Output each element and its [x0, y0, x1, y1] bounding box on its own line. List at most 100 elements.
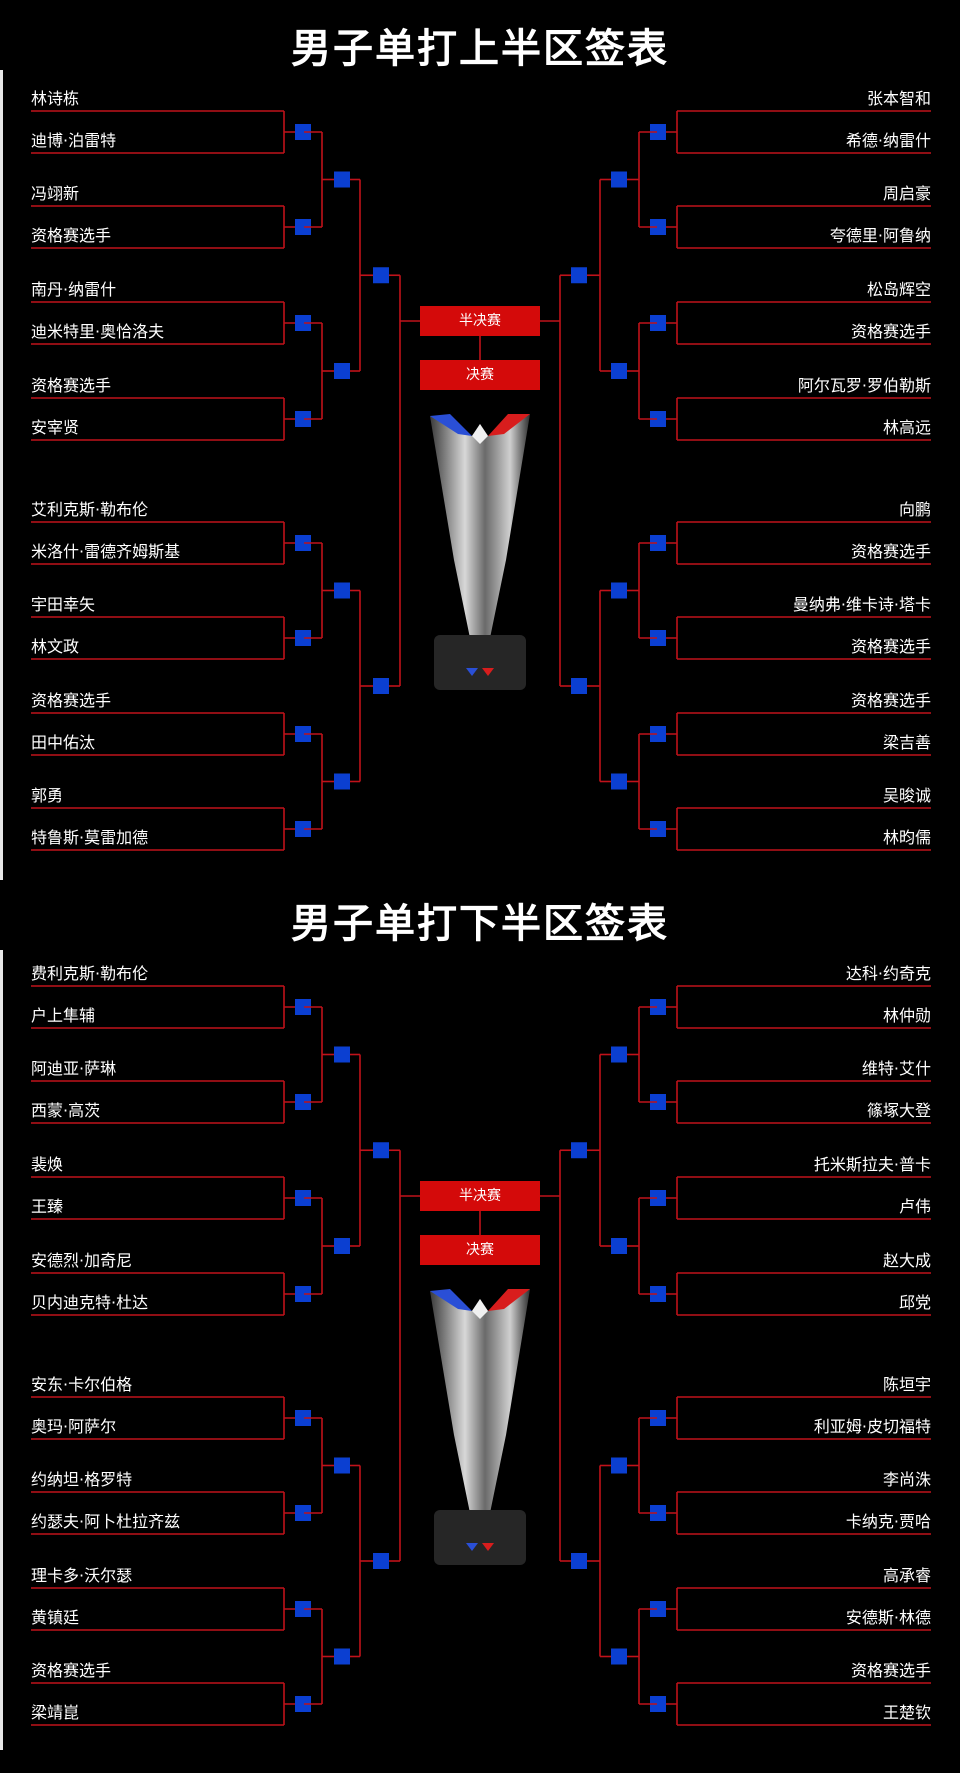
left-player-name: 费利克斯·勒布伦 [31, 964, 149, 983]
trophy-cup [430, 414, 530, 638]
left-player-name: 宇田幸矢 [31, 595, 96, 614]
r1-match-node [295, 1190, 311, 1206]
left-player-name: 理卡多·沃尔瑟 [31, 1566, 133, 1585]
r2-match-node [334, 582, 350, 599]
r1-match-node [295, 726, 311, 742]
left-player-name: 迪博·泊雷特 [31, 131, 117, 150]
section-title: 男子单打下半区签表 [291, 901, 669, 947]
r1-match-node [650, 1410, 666, 1426]
trophy-base [434, 635, 526, 690]
r2-match-node [611, 363, 627, 379]
right-player-name: 周启豪 [882, 184, 931, 203]
r2-match-node [334, 773, 350, 790]
r3-match-node [373, 267, 389, 284]
left-player-name: 冯翊新 [31, 184, 80, 203]
r1-match-node [650, 124, 666, 140]
right-player-name: 王楚钦 [882, 1703, 931, 1722]
r1-match-node [650, 726, 666, 742]
bracket-lines [31, 110, 931, 851]
r2-match-node [334, 1046, 350, 1063]
left-player-name: 黄镇廷 [31, 1608, 80, 1627]
trophy-icon [430, 1289, 530, 1565]
upper-half-draw: 男子单打上半区签表 半决赛 决赛 林诗栋迪博·泊雷特冯翊新资格赛选手南丹·纳雷什… [0, 0, 960, 880]
right-player-name: 张本智和 [866, 89, 931, 108]
left-player-name: 迪米特里·奥恰洛夫 [31, 322, 165, 341]
lower-half-draw: 男子单打下半区签表 半决赛 决赛 费利克斯·勒布伦户上隼辅阿迪亚·萨琳西蒙·高茨… [0, 875, 960, 1755]
r1-match-node [295, 999, 311, 1015]
r2-match-node [334, 363, 350, 379]
left-player-name: 资格赛选手 [31, 691, 112, 710]
right-player-name: 邱党 [898, 1293, 931, 1312]
r1-match-node [295, 630, 311, 646]
r2-match-node [334, 1457, 350, 1474]
r1-match-node [650, 1286, 666, 1302]
right-player-name: 资格赛选手 [850, 542, 931, 561]
right-player-name: 林昀儒 [882, 828, 931, 847]
left-player-name: 西蒙·高茨 [31, 1101, 101, 1120]
semifinal-label: 半决赛 [420, 1181, 540, 1211]
trophy-base [434, 1510, 526, 1565]
right-player-name: 托米斯拉夫·普卡 [813, 1155, 931, 1174]
r1-match-node [295, 535, 311, 551]
right-player-name: 篠塚大登 [866, 1101, 931, 1120]
left-player-name: 安东·卡尔伯格 [31, 1375, 133, 1394]
right-player-name: 赵大成 [882, 1251, 931, 1270]
left-player-name: 裴焕 [31, 1155, 64, 1174]
r3-match-node [571, 678, 587, 694]
left-player-name: 安宰贤 [31, 418, 80, 437]
left-player-name: 特鲁斯·莫雷加德 [31, 828, 149, 847]
r1-match-node [650, 1601, 666, 1617]
r1-match-node [650, 630, 666, 646]
trophy-cup [430, 1289, 530, 1513]
right-player-name: 利亚姆·皮切福特 [813, 1417, 931, 1436]
right-player-name: 阿尔瓦罗·罗伯勒斯 [797, 376, 931, 395]
left-player-name: 资格赛选手 [31, 226, 112, 245]
r1-match-node [295, 1696, 311, 1712]
r2-match-node [334, 1238, 350, 1254]
left-player-name: 资格赛选手 [31, 1661, 112, 1680]
r1-match-node [650, 535, 666, 551]
r1-match-node [650, 1505, 666, 1521]
left-player-name: 梁靖崑 [31, 1703, 80, 1722]
right-player-name: 李尚洙 [882, 1470, 931, 1489]
right-player-name: 资格赛选手 [850, 1661, 931, 1680]
edge-mark [0, 950, 3, 1750]
r1-match-node [295, 1094, 311, 1110]
right-player-name: 吴晙诚 [882, 786, 931, 805]
right-player-name: 卡纳克·贾哈 [845, 1512, 931, 1531]
r1-match-node [295, 1286, 311, 1302]
left-player-name: 安德烈·加奇尼 [31, 1251, 133, 1270]
left-player-name: 户上隼辅 [31, 1006, 96, 1025]
r1-match-node [650, 1094, 666, 1110]
right-player-name: 梁吉善 [882, 733, 931, 752]
r1-match-node [650, 1696, 666, 1712]
left-player-name: 林文政 [31, 637, 80, 656]
r2-match-node [611, 1457, 627, 1474]
section-title: 男子单打上半区签表 [291, 26, 669, 72]
left-player-name: 贝内迪克特·杜达 [31, 1293, 149, 1312]
right-player-name: 林高远 [882, 418, 931, 437]
right-player-name: 资格赛选手 [850, 322, 931, 341]
right-player-name: 卢伟 [898, 1197, 931, 1216]
r1-match-node [650, 1190, 666, 1206]
r1-match-node [650, 219, 666, 235]
right-player-name: 夸德里·阿鲁纳 [829, 226, 931, 245]
r1-match-node [295, 1505, 311, 1521]
r1-match-node [295, 1410, 311, 1426]
left-player-name: 约纳坦·格罗特 [31, 1470, 133, 1489]
left-player-name: 郭勇 [31, 786, 64, 805]
left-player-name: 阿迪亚·萨琳 [31, 1059, 117, 1078]
r2-match-node [611, 171, 627, 188]
right-player-name: 林仲勋 [882, 1006, 931, 1025]
r3-match-node [373, 678, 389, 694]
left-player-name: 奥玛·阿萨尔 [31, 1417, 117, 1436]
r3-match-node [373, 1553, 389, 1569]
r1-match-node [295, 219, 311, 235]
right-player-name: 曼纳弗·维卡诗·塔卡 [792, 595, 931, 614]
final-label: 决赛 [420, 360, 540, 390]
r1-match-node [295, 315, 311, 331]
r3-match-node [571, 1553, 587, 1569]
r1-match-node [650, 821, 666, 837]
bracket-lines [31, 985, 931, 1726]
r2-match-node [611, 582, 627, 599]
